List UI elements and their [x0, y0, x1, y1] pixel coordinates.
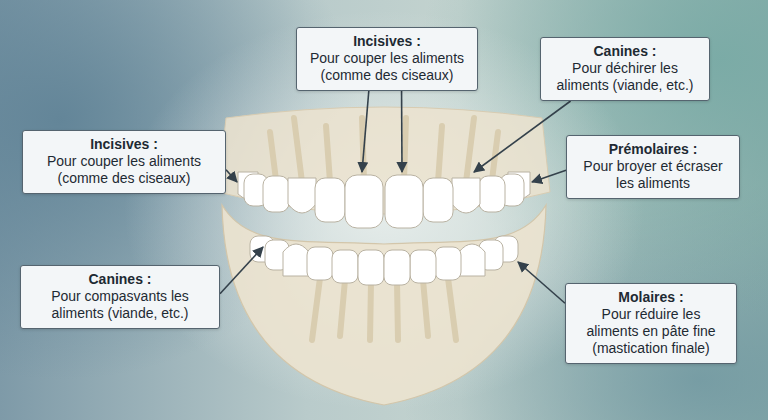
leader-line [474, 101, 571, 172]
leader-line [532, 170, 566, 182]
lower-teeth [250, 236, 518, 285]
leader-line [518, 262, 565, 303]
tooth-name: Incisives : [31, 136, 217, 153]
mandible [222, 205, 546, 405]
leader-line [226, 170, 237, 182]
callout-box: Incisives :Pour couper les aliments (com… [296, 27, 478, 91]
tooth-name: Prémolaires : [575, 141, 731, 158]
tooth-function: Pour broyer et écraser les aliments [575, 158, 731, 192]
tooth-function: Pour couper les aliments (comme des cise… [31, 153, 217, 187]
tooth-name: Molaires : [574, 289, 728, 306]
callout-box: Canines :Pour déchirer les aliments (via… [540, 37, 710, 101]
tooth-name: Incisives : [305, 33, 469, 50]
tooth-name: Canines : [549, 43, 701, 60]
leader-line [220, 247, 263, 294]
tooth-function: Pour couper les aliments (comme des cise… [305, 50, 469, 84]
callout-box: Prémolaires :Pour broyer et écraser les … [566, 135, 740, 199]
tooth-function: Pour compasvants les aliments (viande, e… [29, 288, 211, 322]
leader-line [401, 91, 403, 172]
callout-box: Molaires :Pour réduire les aliments en p… [565, 283, 737, 364]
tooth-function: Pour réduire les aliments en pâte fine (… [574, 306, 728, 357]
callout-box: Canines :Pour compasvants les aliments (… [20, 265, 220, 329]
upper-jaw-bone [218, 107, 550, 214]
callout-box: Incisives :Pour couper les aliments (com… [22, 130, 226, 194]
leader-line [362, 91, 369, 172]
upper-teeth [238, 172, 530, 228]
tooth-roots [270, 118, 498, 182]
tooth-name: Canines : [29, 271, 211, 288]
tooth-function: Pour déchirer les aliments (viande, etc.… [549, 60, 701, 94]
tooth-roots [312, 278, 456, 340]
